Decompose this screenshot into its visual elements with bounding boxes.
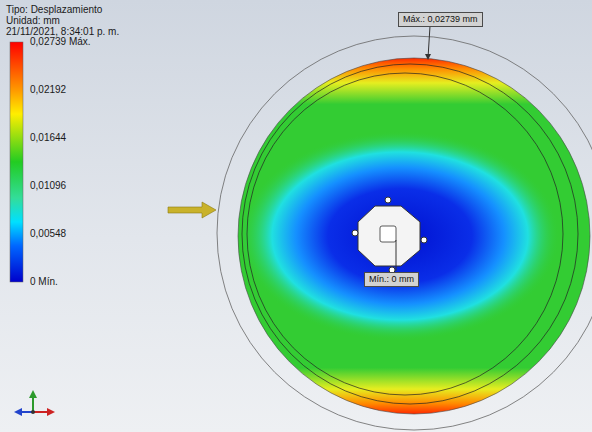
result-callout: Máx.: 0,02739 mm [398, 12, 483, 27]
leader-line [428, 26, 430, 58]
callout-text: Máx.: 0,02739 mm [403, 14, 478, 24]
scale-value: 0,02739 Máx. [30, 36, 91, 48]
load-arrow [168, 202, 216, 218]
leader-line [396, 240, 397, 271]
header-text: Unidad: mm [6, 15, 60, 27]
scale-value: 0,01644 [30, 132, 66, 144]
scale-value: 0,00548 [30, 228, 66, 240]
scale-value: 0,01096 [30, 180, 66, 192]
undeformed-outline [217, 36, 592, 430]
callout-text: Mín.: 0 mm [369, 274, 414, 284]
low-displacement-zone [240, 131, 560, 341]
color-scale-bar [10, 42, 23, 282]
axis-triad [14, 390, 55, 416]
result-callout: Mín.: 0 mm [364, 272, 419, 287]
scale-value: 0,02192 [30, 84, 66, 96]
scale-value: 0 Mín. [30, 276, 58, 288]
header-text: Tipo: Desplazamiento [6, 4, 102, 16]
deformed-disc [238, 58, 590, 414]
hub [358, 206, 420, 266]
